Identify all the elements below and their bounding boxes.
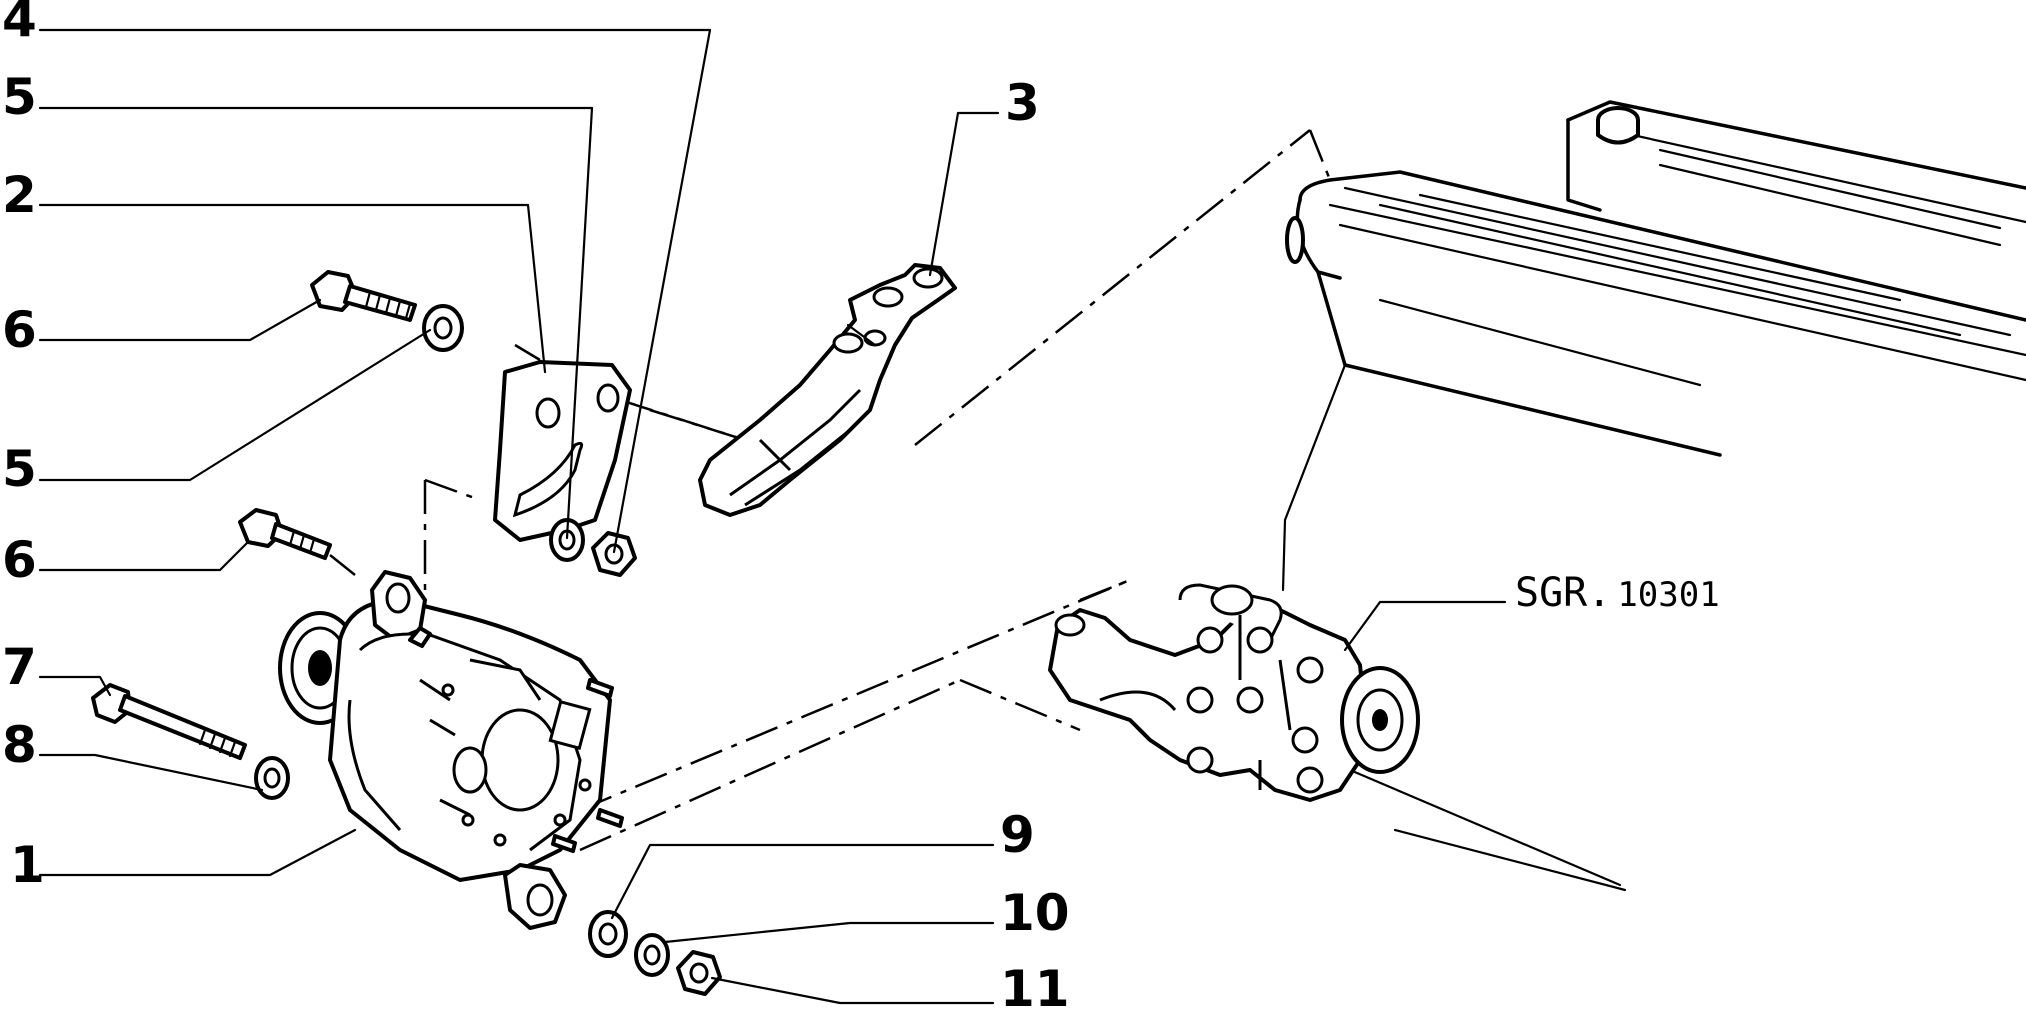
assembly-lines	[329, 129, 1332, 852]
part-9-washer	[588, 910, 628, 958]
callout-11: 11	[1000, 960, 1070, 1009]
callout-8: 8	[2, 716, 37, 774]
callout-5-upper: 5	[2, 68, 37, 126]
part-3-support-bracket	[698, 263, 957, 517]
callout-10: 10	[1000, 884, 1070, 942]
part-10-washer	[634, 933, 670, 977]
part-6-bolt-lower	[238, 508, 332, 560]
callout-6-upper: 6	[2, 301, 37, 359]
callout-2: 2	[2, 166, 37, 224]
callout-1: 1	[10, 836, 45, 894]
part-1-alternator	[278, 570, 624, 930]
callout-6-lower: 6	[2, 531, 37, 589]
callout-7: 7	[2, 638, 37, 696]
part-4-nut	[591, 531, 637, 577]
part-11-nut	[676, 950, 722, 996]
callout-5-lower: 5	[2, 440, 37, 498]
callout-3: 3	[1005, 74, 1040, 132]
reference-code: SGR.10301	[1515, 570, 1720, 616]
part-5-spacer-upper	[549, 518, 585, 562]
leader-lines	[38, 28, 1507, 1005]
part-6-bolt-upper	[310, 270, 417, 322]
part-8-washer	[254, 756, 290, 800]
engine-support-bracket	[1048, 583, 1420, 802]
part-5-washer-lower	[422, 304, 464, 352]
reference-code-number: 10301	[1617, 575, 1719, 615]
callout-4: 4	[2, 0, 37, 48]
engine-block	[1281, 100, 2026, 892]
part-7-long-bolt	[91, 683, 247, 760]
callout-9: 9	[1000, 806, 1035, 864]
reference-code-prefix: SGR.	[1515, 570, 1611, 616]
part-2-mounting-plate	[493, 360, 632, 542]
callout-labels: 4 5 2 6 5 6 7 8 1 3 9 10 11 SGR.10301	[2, 0, 1720, 1009]
